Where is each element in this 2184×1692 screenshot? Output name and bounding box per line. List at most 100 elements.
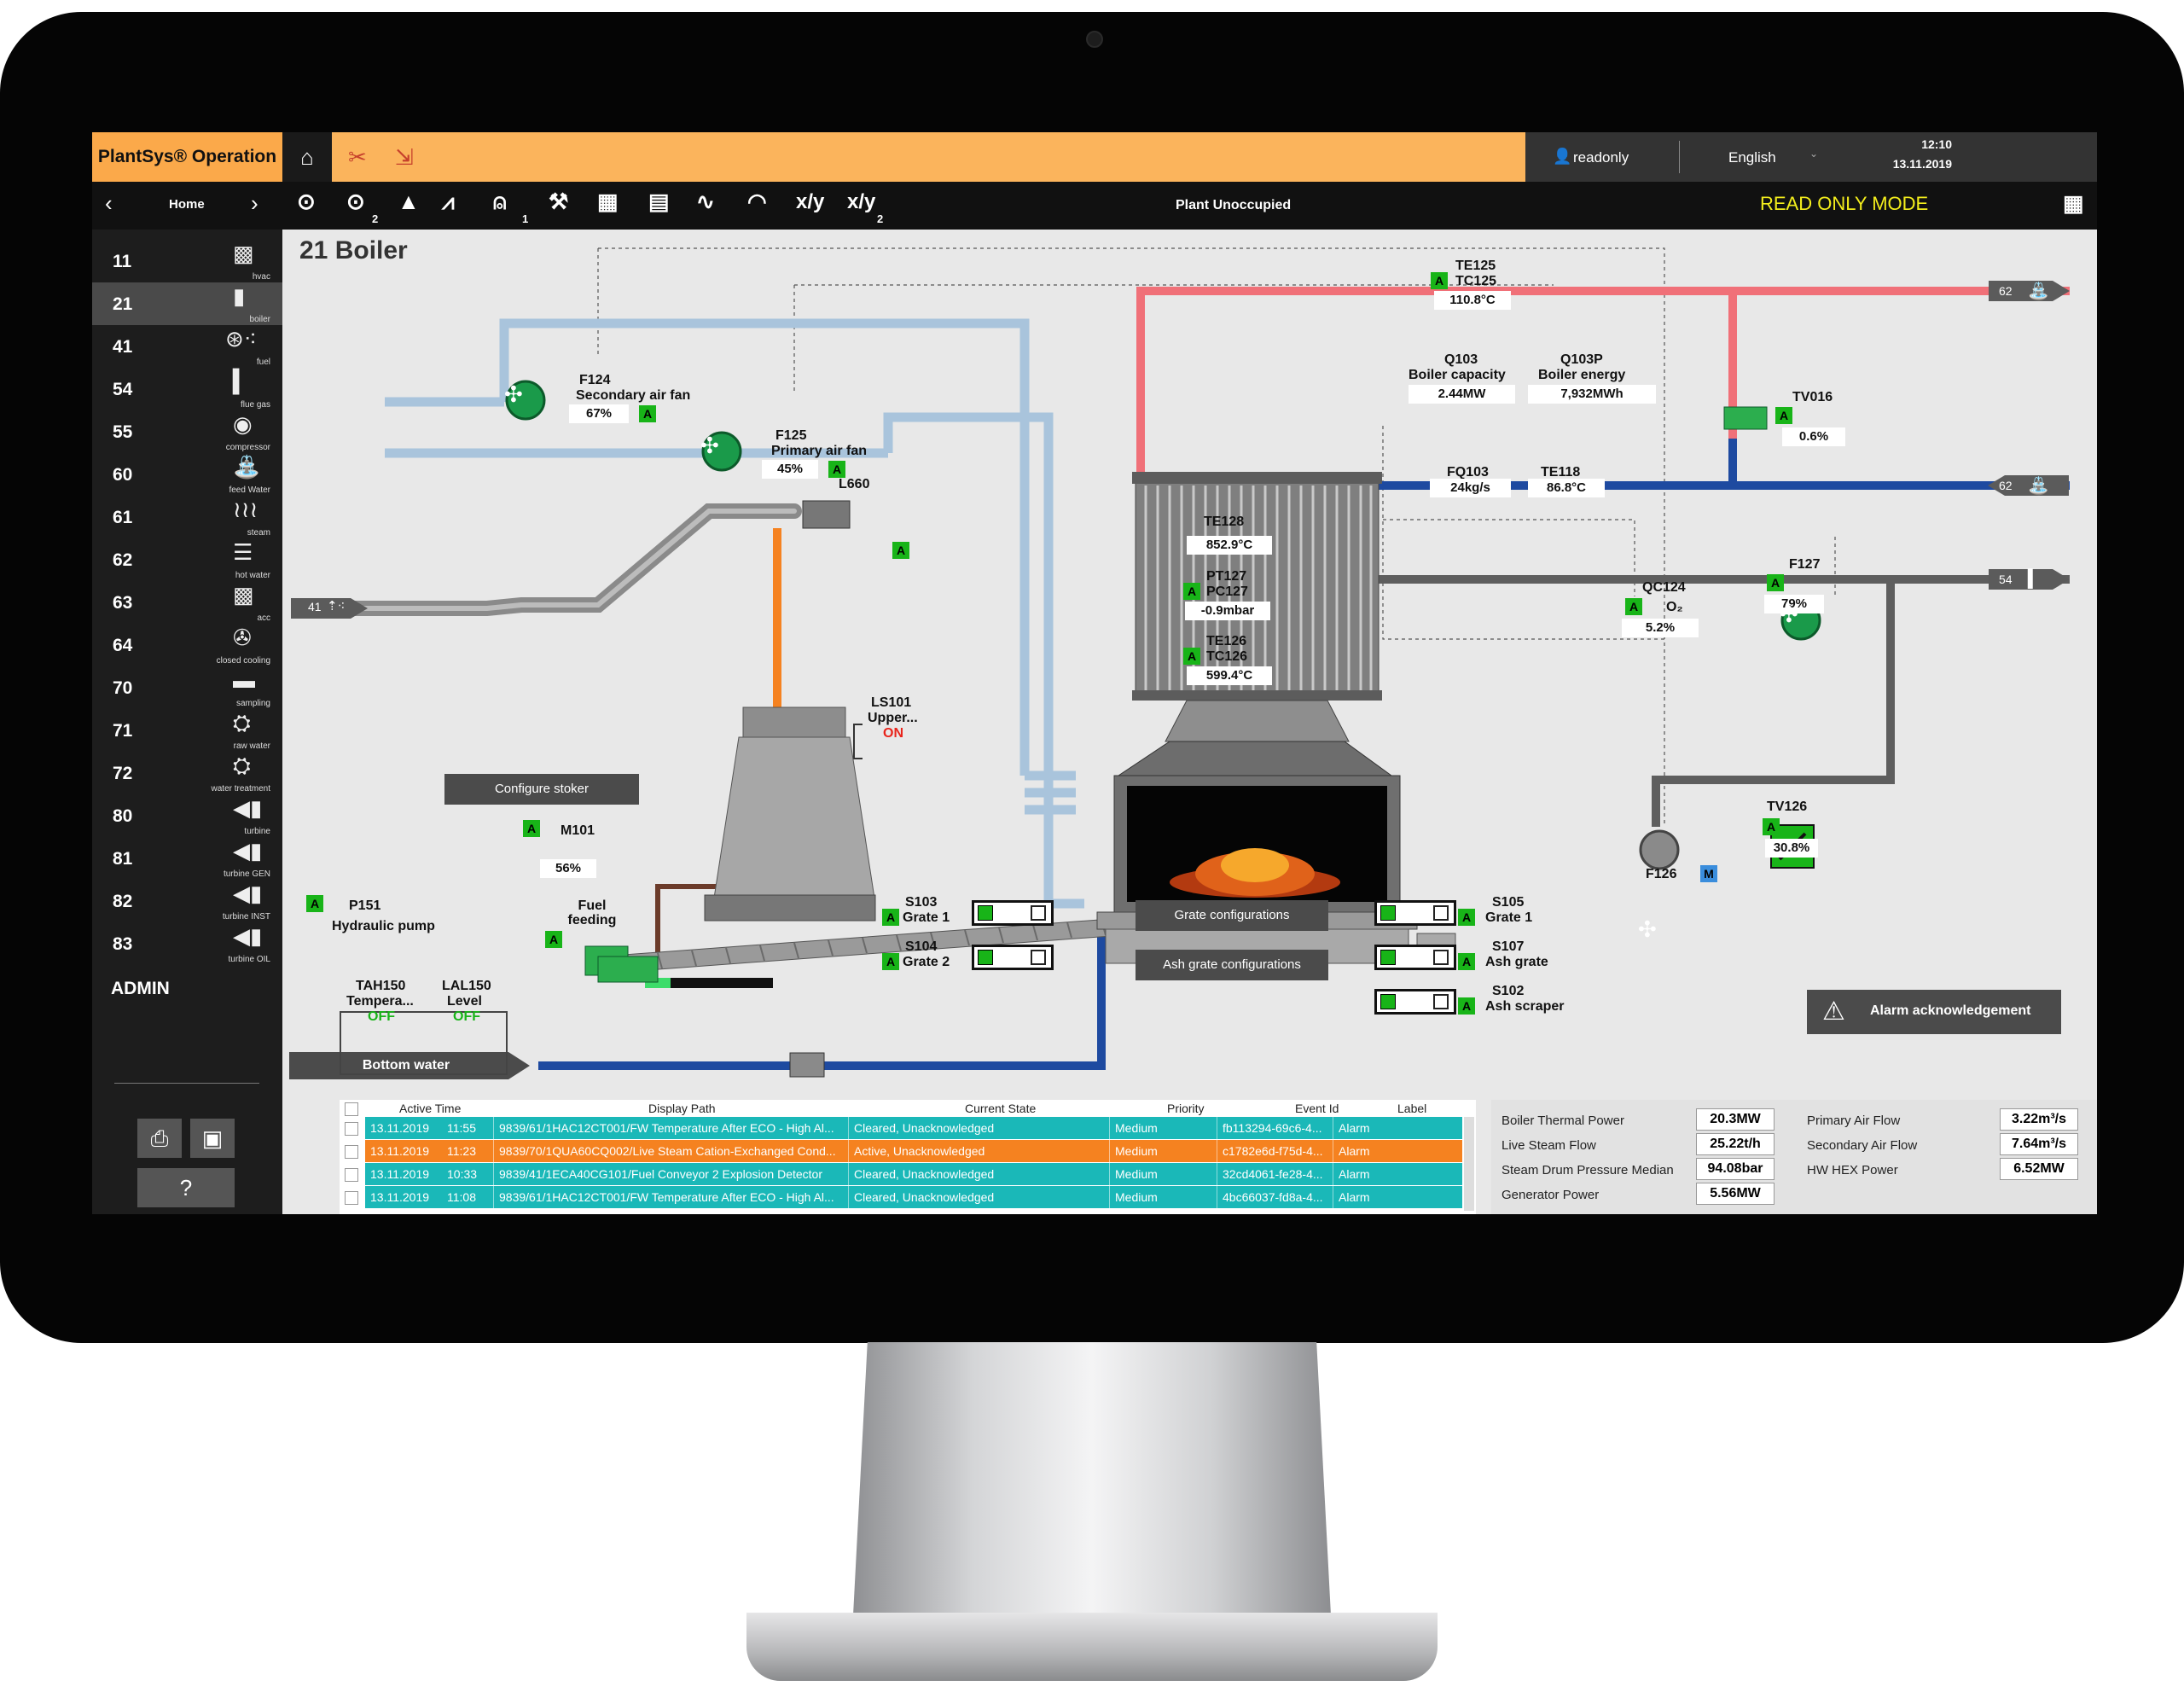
sidebar-item-acc[interactable]: 63 ▩ acc: [92, 581, 282, 624]
row-checkbox[interactable]: [345, 1168, 358, 1182]
header-priority[interactable]: Priority: [1167, 1102, 1205, 1115]
s107-switch[interactable]: [1374, 945, 1456, 970]
trend-icon[interactable]: ⩘: [442, 189, 455, 214]
tools-icon[interactable]: ✂: [348, 144, 367, 170]
table-row[interactable]: 13.11.2019 11:23 9839/70/1QUA60CQ002/Liv…: [365, 1140, 1462, 1162]
outlet-54-flue[interactable]: 54: [1999, 573, 2013, 586]
f127-value[interactable]: 79%: [1764, 595, 1824, 613]
te128-value[interactable]: 852.9°C: [1187, 536, 1272, 555]
tv016-auto-badge[interactable]: A: [1775, 407, 1792, 424]
home-nav[interactable]: Home: [169, 197, 205, 212]
bottom-water-button[interactable]: Bottom water: [362, 1058, 450, 1073]
m101-value[interactable]: 56%: [540, 859, 596, 878]
te125-value[interactable]: 110.8°C: [1434, 291, 1511, 310]
pt127-value[interactable]: -0.9mbar: [1185, 602, 1270, 620]
xy-plot-button[interactable]: x/y: [796, 190, 825, 213]
admin-link[interactable]: ADMIN: [111, 979, 170, 998]
table-row[interactable]: 13.11.2019 10:33 9839/41/1ECA40CG101/Fue…: [365, 1163, 1462, 1185]
sidebar-item-water-treatment[interactable]: 72 ⛭ water treatment: [92, 752, 282, 794]
te118-value[interactable]: 86.8°C: [1528, 479, 1605, 497]
maintenance-icon[interactable]: ⚒: [549, 189, 569, 214]
f124-auto-badge[interactable]: A: [639, 405, 656, 422]
q103-value[interactable]: 2.44MW: [1409, 385, 1515, 404]
sidebar-item-boiler[interactable]: 21 ▮ boiler: [92, 282, 282, 325]
sidebar-item-steam[interactable]: 61 ≀≀≀ steam: [92, 496, 282, 538]
fan-icon[interactable]: ✣: [1638, 916, 1657, 942]
play-2-icon[interactable]: ⊙: [346, 189, 365, 214]
s107-auto-badge[interactable]: A: [1458, 953, 1475, 970]
xy-plot-2-button[interactable]: x/y: [847, 190, 876, 213]
language-select[interactable]: English: [1728, 149, 1776, 166]
fan-icon[interactable]: ✣: [700, 433, 719, 458]
pt127-auto-badge[interactable]: A: [1183, 583, 1200, 600]
row-checkbox[interactable]: [345, 1122, 358, 1136]
chevron-right-icon[interactable]: ›: [251, 190, 258, 216]
f127-auto-badge[interactable]: A: [1767, 574, 1784, 591]
header-active-time[interactable]: Active Time: [399, 1102, 462, 1115]
alarm-list-icon[interactable]: ⍝: [493, 189, 507, 214]
outlet-62-water[interactable]: 62: [1999, 479, 2013, 492]
fan-icon[interactable]: ✣: [504, 381, 523, 407]
s103-auto-badge[interactable]: A: [882, 909, 899, 926]
header-event-id[interactable]: Event Id: [1295, 1102, 1339, 1115]
f124-value[interactable]: 67%: [569, 404, 629, 423]
ash-grate-configurations-button[interactable]: Ash grate configurations: [1136, 950, 1328, 980]
qc124-value[interactable]: 5.2%: [1622, 619, 1699, 637]
print-icon[interactable]: ⎙: [137, 1119, 182, 1158]
fuel-feeding-auto-badge[interactable]: A: [545, 931, 562, 948]
f125-auto-badge[interactable]: A: [828, 461, 845, 478]
p151-auto-badge[interactable]: A: [306, 895, 323, 912]
qc124-auto-badge[interactable]: A: [1625, 598, 1642, 615]
q103p-value[interactable]: 7,932MWh: [1528, 385, 1656, 404]
s102-switch[interactable]: [1374, 989, 1456, 1015]
te125-auto-badge[interactable]: A: [1431, 272, 1448, 289]
outlet-62-steam[interactable]: 62: [1999, 284, 2013, 298]
table-row[interactable]: 13.11.2019 11:08 9839/61/1HAC12CT001/FW …: [365, 1186, 1462, 1208]
fan-icon[interactable]: ✣: [1780, 602, 1798, 627]
export-icon[interactable]: ⇲: [395, 144, 414, 170]
gauge-icon[interactable]: ◠: [747, 189, 767, 214]
report-icon[interactable]: ▤: [648, 189, 670, 214]
table-scrollbar[interactable]: [1464, 1117, 1474, 1211]
tv126-auto-badge[interactable]: A: [1763, 818, 1780, 835]
s105-switch[interactable]: [1374, 900, 1456, 926]
curve-icon[interactable]: ∿: [696, 189, 715, 214]
help-button[interactable]: ?: [137, 1168, 235, 1207]
header-label[interactable]: Label: [1397, 1102, 1427, 1115]
sidebar-item-compressor[interactable]: 55 ◉ compressor: [92, 410, 282, 453]
f125-value[interactable]: 45%: [762, 460, 818, 479]
tv016-value[interactable]: 0.6%: [1782, 427, 1845, 446]
chevron-down-icon[interactable]: ⌄: [1809, 148, 1819, 160]
sidebar-item-feed-water[interactable]: 60 ⛲ feed Water: [92, 453, 282, 496]
sidebar-item-sampling[interactable]: 70 ▬ sampling: [92, 666, 282, 709]
l660-auto-badge[interactable]: A: [892, 542, 909, 559]
te126-auto-badge[interactable]: A: [1183, 648, 1200, 665]
save-icon[interactable]: ▣: [190, 1119, 235, 1158]
alarm-triangle-icon[interactable]: ▲: [398, 189, 420, 214]
s102-auto-badge[interactable]: A: [1458, 997, 1475, 1015]
header-display-path[interactable]: Display Path: [648, 1102, 716, 1115]
grate-configurations-button[interactable]: Grate configurations: [1136, 900, 1328, 931]
header-current-state[interactable]: Current State: [965, 1102, 1037, 1115]
sidebar-item-raw-water[interactable]: 71 ⛭ raw water: [92, 709, 282, 752]
play-icon[interactable]: ⊙: [297, 189, 316, 214]
chevron-left-icon[interactable]: ‹: [105, 190, 113, 216]
sidebar-item-turbine-oil[interactable]: 83 ◀▮ turbine OIL: [92, 922, 282, 965]
sidebar-item-turbine-gen[interactable]: 81 ◀▮ turbine GEN: [92, 837, 282, 880]
f126-manual-badge[interactable]: M: [1700, 865, 1717, 882]
fq103-value[interactable]: 24kg/s: [1430, 479, 1511, 497]
grid-menu-icon[interactable]: ▦: [2063, 190, 2084, 216]
sidebar-item-turbine-inst[interactable]: 82 ◀▮ turbine INST: [92, 880, 282, 922]
m101-auto-badge[interactable]: A: [523, 820, 540, 837]
select-all-checkbox[interactable]: [345, 1102, 358, 1116]
s104-auto-badge[interactable]: A: [882, 953, 899, 970]
sidebar-item-hvac[interactable]: 11 ▩ hvac: [92, 240, 282, 282]
table-icon[interactable]: ▦: [597, 189, 619, 214]
sidebar-item-flue-gas[interactable]: 54 ▍ flue gas: [92, 368, 282, 410]
te126-value[interactable]: 599.4°C: [1187, 666, 1272, 685]
sidebar-item-hot-water[interactable]: 62 ☰ hot water: [92, 538, 282, 581]
user-name[interactable]: readonly: [1573, 149, 1629, 166]
s103-switch[interactable]: [972, 900, 1054, 926]
row-checkbox[interactable]: [345, 1145, 358, 1159]
s105-auto-badge[interactable]: A: [1458, 909, 1475, 926]
